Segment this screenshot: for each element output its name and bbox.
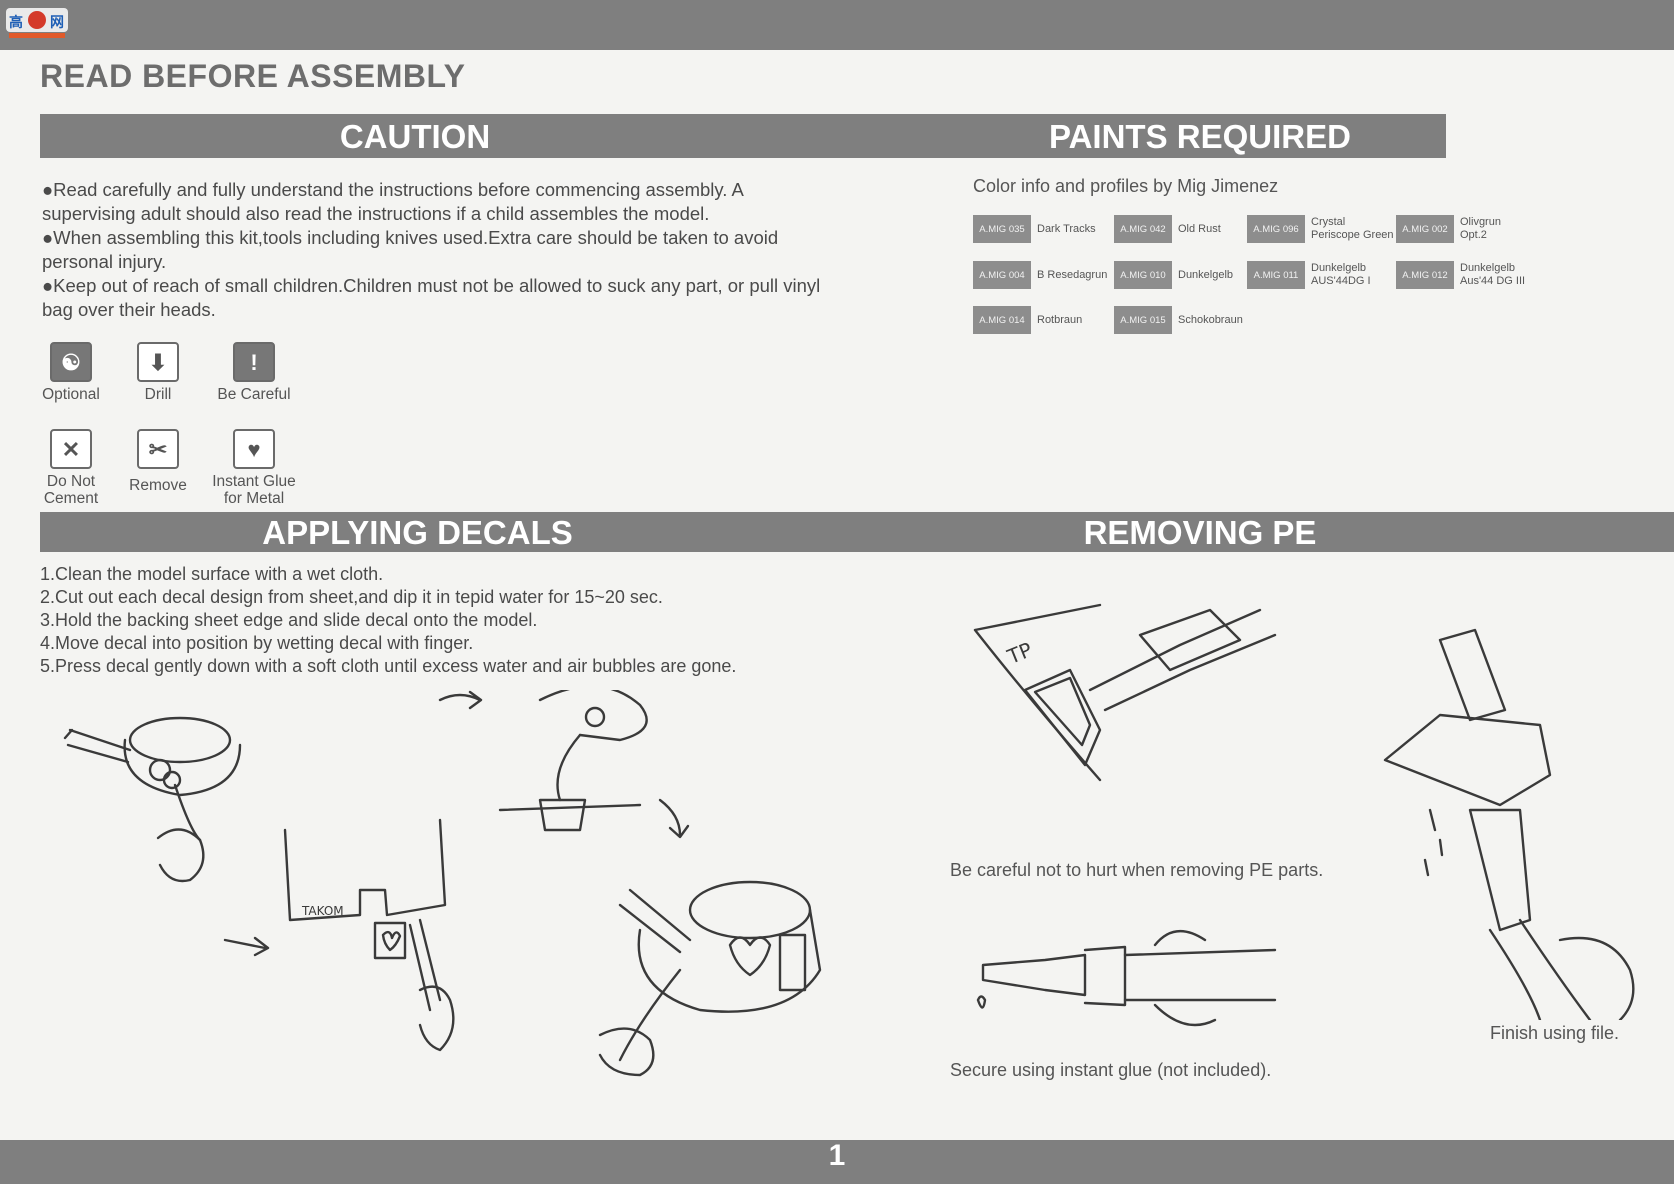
svg-text:高: 高	[9, 14, 23, 31]
bottom-band	[0, 1140, 1674, 1184]
paint-item: A.MIG 010 Dunkelgelb	[1114, 261, 1233, 289]
turret-sketch-1	[63, 716, 242, 883]
remove-icon: ✂	[137, 429, 179, 469]
paint-name: Rotbraun	[1037, 313, 1083, 326]
paint-name: Dunkelgelb AUS'44DG I	[1311, 262, 1371, 287]
symbol-label: Do Not Cement	[43, 473, 99, 507]
drill-icon: ⬇	[137, 342, 179, 382]
symbol-instant-glue: ♥ Instant Glue for Metal	[199, 429, 309, 507]
svg-text:网: 网	[50, 15, 64, 31]
paint-item: A.MIG 002 Olivgrun Opt.2	[1396, 215, 1501, 243]
turret-sketch-2	[598, 880, 822, 1077]
paint-swatch: A.MIG 011	[1247, 261, 1305, 289]
sheet-label: TAKOM	[301, 904, 344, 918]
paint-name: B Resedagrun	[1037, 268, 1108, 281]
paint-item: A.MIG 015 Schokobraun	[1114, 306, 1243, 334]
paint-item: A.MIG 096 Crystal Periscope Green	[1247, 215, 1394, 243]
paint-swatch: A.MIG 012	[1396, 261, 1454, 289]
paint-name: Olivgrun Opt.2	[1460, 216, 1501, 241]
pe-removal-illustration: TP	[973, 603, 1277, 782]
caution-title: CAUTION	[339, 118, 491, 155]
paints-title: PAINTS REQUIRED	[1049, 118, 1351, 155]
paint-swatch: A.MIG 004	[973, 261, 1031, 289]
caution-paragraph: ●Keep out of reach of small children.Chi…	[42, 275, 821, 320]
decal-step: 1.Clean the model surface with a wet clo…	[40, 564, 384, 584]
symbol-label: Be Careful	[217, 386, 291, 403]
fret-label: TP	[1003, 637, 1035, 669]
paint-name: Crystal Periscope Green	[1311, 216, 1394, 241]
site-logo: 高 网	[6, 6, 68, 40]
pe-title: REMOVING PE	[1083, 514, 1317, 551]
decal-sheet-sketch: TAKOM	[283, 818, 455, 1052]
decals-band	[40, 512, 1674, 552]
top-band	[0, 0, 1674, 50]
paint-name: Schokobraun	[1178, 313, 1243, 326]
pe-caption-3: Finish using file.	[1490, 1023, 1620, 1043]
paint-swatch: A.MIG 015	[1114, 306, 1172, 334]
symbol-drill: ⬇ Drill	[103, 342, 213, 403]
paint-item: A.MIG 035 Dark Tracks	[973, 215, 1096, 243]
optional-icon: ☯	[50, 342, 92, 382]
paint-item: A.MIG 042 Old Rust	[1114, 215, 1221, 243]
decals-title: APPLYING DECALS	[262, 514, 573, 551]
decal-step: 3.Hold the backing sheet edge and slide …	[40, 610, 538, 630]
caution-paragraph: ●Read carefully and fully understand the…	[42, 179, 743, 224]
paint-swatch: A.MIG 035	[973, 215, 1031, 243]
pe-file-illustration	[1383, 628, 1635, 1020]
paint-swatch: A.MIG 014	[973, 306, 1031, 334]
caution-band	[40, 114, 1446, 158]
symbol-label: Optional	[42, 386, 100, 403]
exclamation-icon: !	[233, 342, 275, 382]
decal-step: 5.Press decal gently down with a soft cl…	[40, 656, 737, 676]
page-title: READ BEFORE ASSEMBLY	[40, 58, 466, 94]
pe-glue-illustration	[976, 930, 1277, 1027]
symbol-label: Drill	[144, 386, 172, 403]
paint-swatch: A.MIG 010	[1114, 261, 1172, 289]
paint-swatch: A.MIG 002	[1396, 215, 1454, 243]
symbol-do-not-cement: ✕ Do Not Cement	[16, 429, 126, 507]
paint-name: Dark Tracks	[1037, 222, 1096, 235]
pe-caption-1: Be careful not to hurt when removing PE …	[950, 860, 1324, 880]
paint-swatch: A.MIG 042	[1114, 215, 1172, 243]
paint-item: A.MIG 012 Dunkelgelb Aus'44 DG III	[1396, 261, 1525, 289]
pe-caption-2: Secure using instant glue (not included)…	[950, 1060, 1272, 1080]
symbol-label: Remove	[129, 477, 187, 494]
decal-step: 4.Move decal into position by wetting de…	[40, 633, 474, 653]
decal-illustration: TAKOM	[63, 690, 822, 1077]
page-number: 1	[828, 1139, 846, 1172]
symbol-remove: ✂ Remove	[103, 429, 213, 494]
caution-text: ●Read carefully and fully understand the…	[42, 178, 822, 322]
decal-steps: 1.Clean the model surface with a wet clo…	[40, 563, 890, 678]
no-cement-icon: ✕	[50, 429, 92, 469]
paint-item: A.MIG 011 Dunkelgelb AUS'44DG I	[1247, 261, 1371, 289]
glue-icon: ♥	[233, 429, 275, 469]
paint-name: Dunkelgelb	[1178, 268, 1234, 281]
water-dish-sketch	[498, 690, 648, 832]
paint-item: A.MIG 014 Rotbraun	[973, 306, 1082, 334]
caution-paragraph: ●When assembling this kit,tools includin…	[42, 227, 779, 272]
symbol-label: Instant Glue for Metal	[212, 473, 296, 507]
paint-item: A.MIG 004 B Resedagrun	[973, 261, 1107, 289]
symbol-optional: ☯ Optional	[16, 342, 126, 403]
decal-step: 2.Cut out each decal design from sheet,a…	[40, 587, 663, 607]
symbol-be-careful: ! Be Careful	[199, 342, 309, 403]
paint-name: Dunkelgelb Aus'44 DG III	[1460, 262, 1526, 287]
paints-intro: Color info and profiles by Mig Jimenez	[973, 176, 1279, 196]
paint-swatch: A.MIG 096	[1247, 215, 1305, 243]
paint-name: Old Rust	[1178, 222, 1221, 235]
